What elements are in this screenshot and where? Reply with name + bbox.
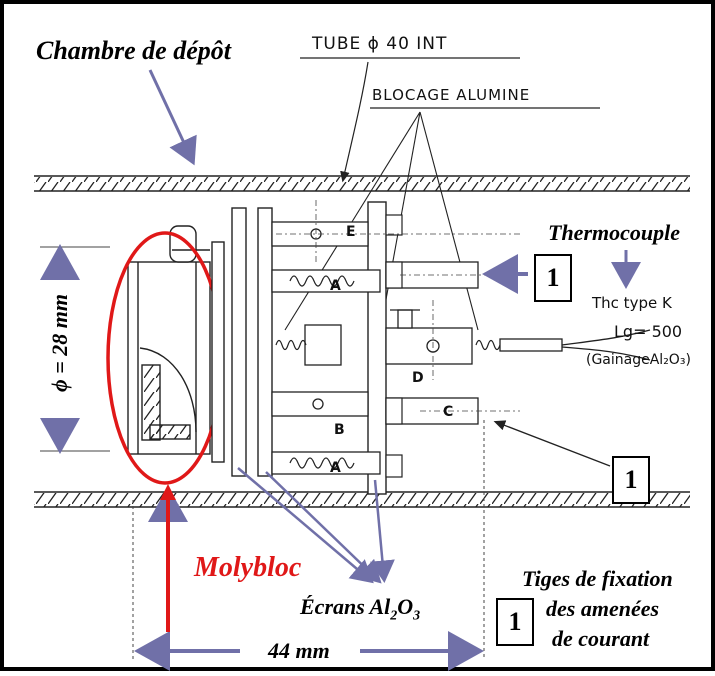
thermocouple-wire: [499, 329, 651, 361]
diameter-label: ϕ = 28 mm: [47, 294, 72, 392]
part-letter-d: D: [412, 370, 425, 386]
blocage-leaders: [284, 107, 600, 331]
ecrans-o: O: [397, 594, 414, 619]
callout-box-right: 1: [612, 456, 650, 504]
rod-a-top: [271, 269, 381, 293]
part-letter-a-bottom: A: [330, 460, 342, 476]
tube-leader: [300, 57, 520, 183]
ecrans-prefix: Écrans Al: [300, 594, 391, 619]
ecrans-arrows: [237, 467, 395, 584]
screw-head: [397, 309, 413, 329]
tube-label: TUBE ϕ 40 INT: [312, 34, 448, 54]
tube-top-wall: [34, 175, 690, 192]
diameter-dimension: [40, 244, 110, 454]
part-letter-c: C: [443, 404, 455, 420]
part-letter-a-top: A: [330, 278, 342, 294]
tiges-line2: des amenées: [546, 596, 660, 621]
rod-a-bottom: [271, 451, 381, 475]
callout-box-bottom: 1: [496, 598, 534, 646]
molybloc-label: Molybloc: [194, 552, 302, 583]
central-nut: [304, 324, 342, 366]
box-right-arrow: [493, 420, 611, 467]
tiges-line1: Tiges de fixation: [522, 566, 673, 591]
blocage-label: BLOCAGE ALUMINE: [372, 86, 531, 104]
thermocouple-sheath: (GainageAl₂O₃): [586, 352, 691, 368]
ecrans-sub2: 3: [413, 608, 421, 624]
length-label: 44 mm: [268, 638, 330, 663]
springs: [275, 275, 501, 469]
tube-bottom-wall: [34, 491, 690, 508]
part-letter-e: E: [346, 224, 357, 240]
molybloc-arrowhead: [160, 484, 176, 500]
chambre-arrow: [148, 69, 197, 166]
length-dimension: [132, 420, 485, 671]
tiges-line3: de courant: [552, 626, 650, 651]
molybloc-part: [127, 225, 211, 455]
callout-box-top: 1: [534, 254, 572, 302]
thermocouple-length: Lg= 500: [614, 322, 683, 341]
ecrans-sub1: 2: [390, 608, 398, 624]
chambre-label: Chambre de dépôt: [36, 36, 231, 65]
ecrans-label: Écrans Al2O3: [300, 594, 420, 624]
part-letter-b: B: [334, 422, 346, 438]
thermocouple-label: Thermocouple: [548, 220, 680, 245]
thermocouple-type: Thc type K: [592, 294, 672, 312]
